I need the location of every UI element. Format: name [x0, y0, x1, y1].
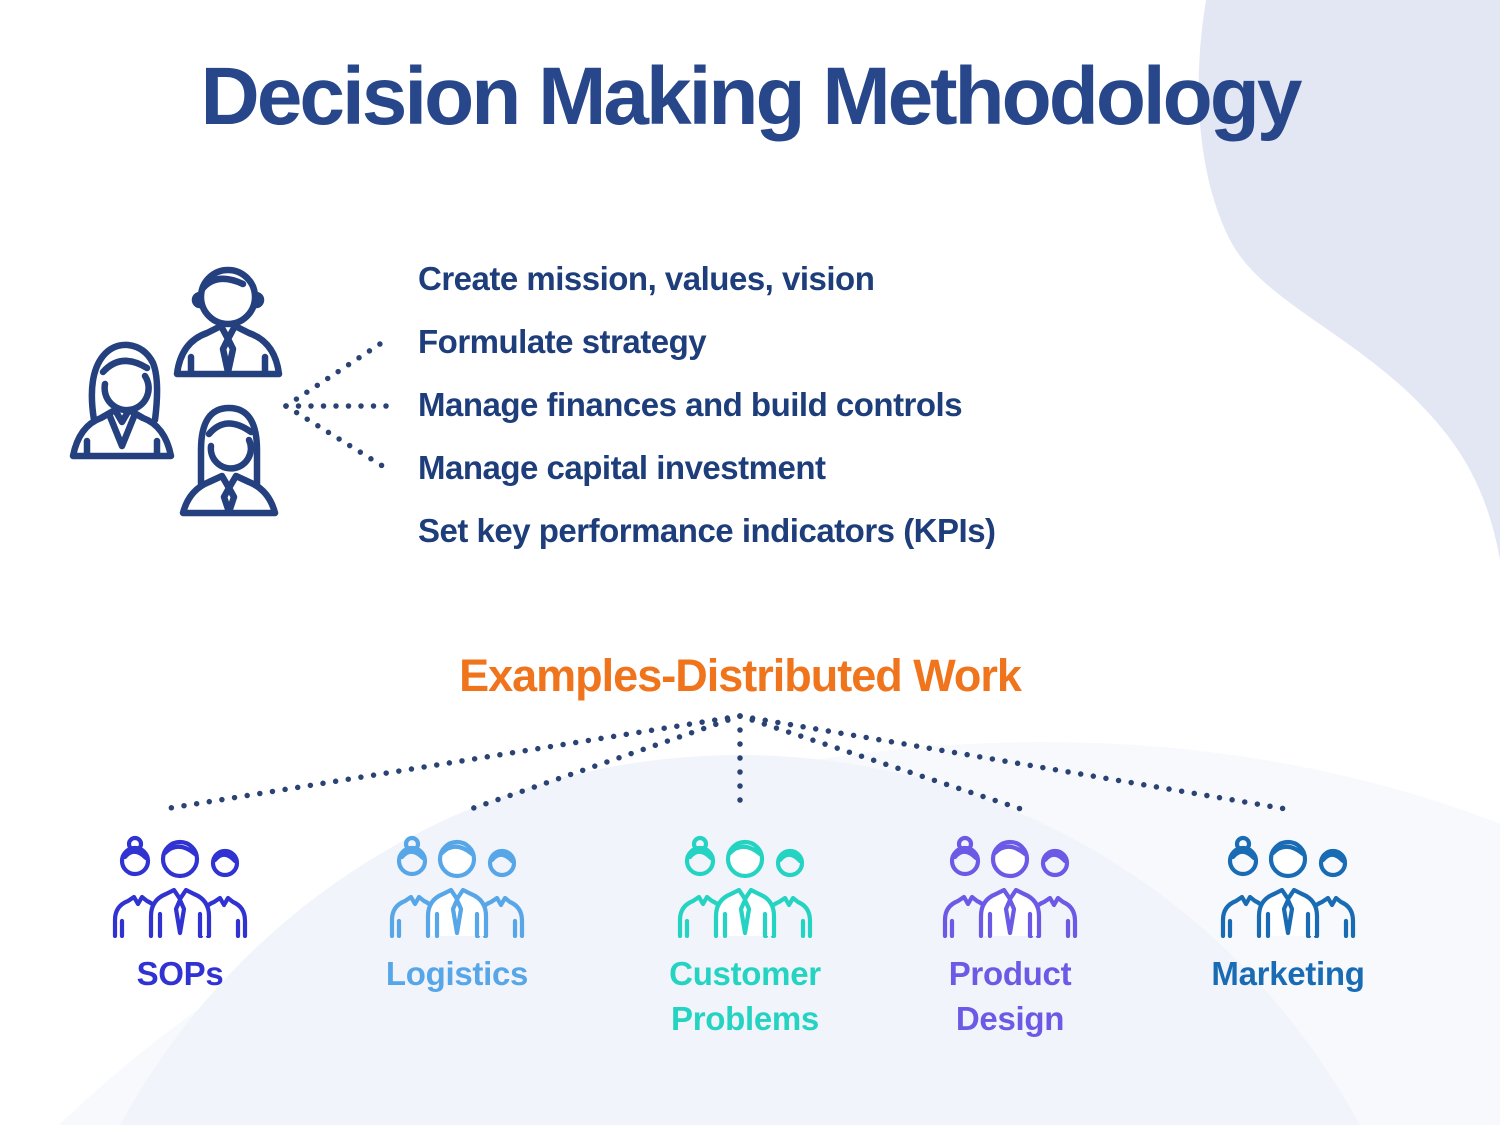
connector-to-marketing	[737, 713, 1295, 813]
group-logistics: Logistics	[362, 833, 552, 996]
team-group-icon	[105, 833, 255, 938]
background-hill-shape	[120, 755, 1360, 1125]
group-label: Logistics	[385, 955, 529, 992]
background-corner-blob	[1198, 0, 1500, 560]
group-marketing: Marketing	[1193, 833, 1383, 996]
team-group-icon	[670, 833, 820, 938]
group-label: Product Design	[948, 955, 1072, 1037]
task-item: Set key performance indicators (KPIs)	[418, 512, 996, 549]
group-label: Marketing	[1211, 955, 1365, 992]
examples-heading: Examples-Distributed Work	[459, 650, 1022, 701]
team-group-icon	[382, 833, 532, 938]
task-item: Formulate strategy	[418, 323, 707, 360]
slide-title: Decision Making Methodology	[200, 51, 1303, 142]
group-label: SOPs	[136, 955, 224, 992]
team-group-icon	[935, 833, 1085, 938]
connector-to-task-2	[283, 335, 392, 409]
task-item: Create mission, values, vision	[418, 260, 875, 297]
connector-to-product-design	[737, 713, 1027, 813]
connector-to-logistics	[459, 713, 743, 815]
group-product-design: Product Design	[915, 833, 1105, 1041]
task-item: Manage capital investment	[418, 449, 826, 486]
team-group-icon	[1213, 833, 1363, 938]
group-customer-problems: Customer Problems	[650, 833, 840, 1041]
task-item: Manage finances and build controls	[418, 386, 963, 423]
group-label: Customer Problems	[669, 955, 821, 1037]
team-trio-icon	[69, 266, 283, 517]
connector-to-sops	[167, 713, 743, 811]
group-sops: SOPs	[85, 833, 275, 996]
leadership-task-list: Create mission, values, vision Formulate…	[418, 247, 996, 562]
connector-to-task-4	[283, 403, 392, 473]
